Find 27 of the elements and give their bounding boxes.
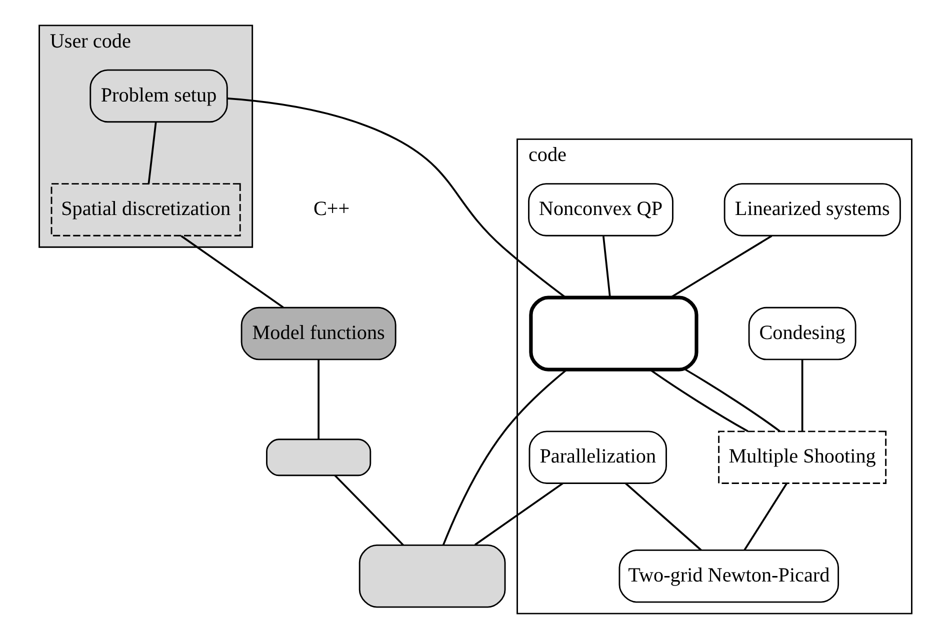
node-box: Problem setup	[90, 69, 228, 123]
connector	[474, 482, 564, 546]
node-box: Two-grid Newton-Picard	[618, 550, 840, 603]
node-box	[358, 544, 506, 608]
connector	[334, 474, 404, 546]
connector	[227, 98, 566, 298]
connector	[670, 235, 772, 298]
connector	[685, 368, 780, 432]
connector	[649, 368, 748, 432]
node-box: Linearized systems	[724, 183, 901, 236]
connector	[318, 360, 320, 440]
connector	[442, 368, 568, 546]
connector	[148, 122, 157, 184]
node-box: Condesing	[748, 306, 856, 360]
connector	[602, 236, 611, 298]
connector	[180, 235, 284, 308]
connector	[625, 482, 702, 551]
node-box	[529, 296, 698, 372]
node-box: Nonconvex QP	[528, 183, 674, 236]
node-box: Spatial discretization	[50, 183, 241, 236]
label: C++	[313, 198, 350, 220]
connector	[801, 360, 804, 432]
node-box: Model functions	[240, 306, 396, 360]
node-box: Multiple Shooting	[718, 430, 887, 484]
connector	[744, 482, 788, 551]
node-box	[266, 438, 372, 476]
node-box: Parallelization	[528, 430, 667, 484]
